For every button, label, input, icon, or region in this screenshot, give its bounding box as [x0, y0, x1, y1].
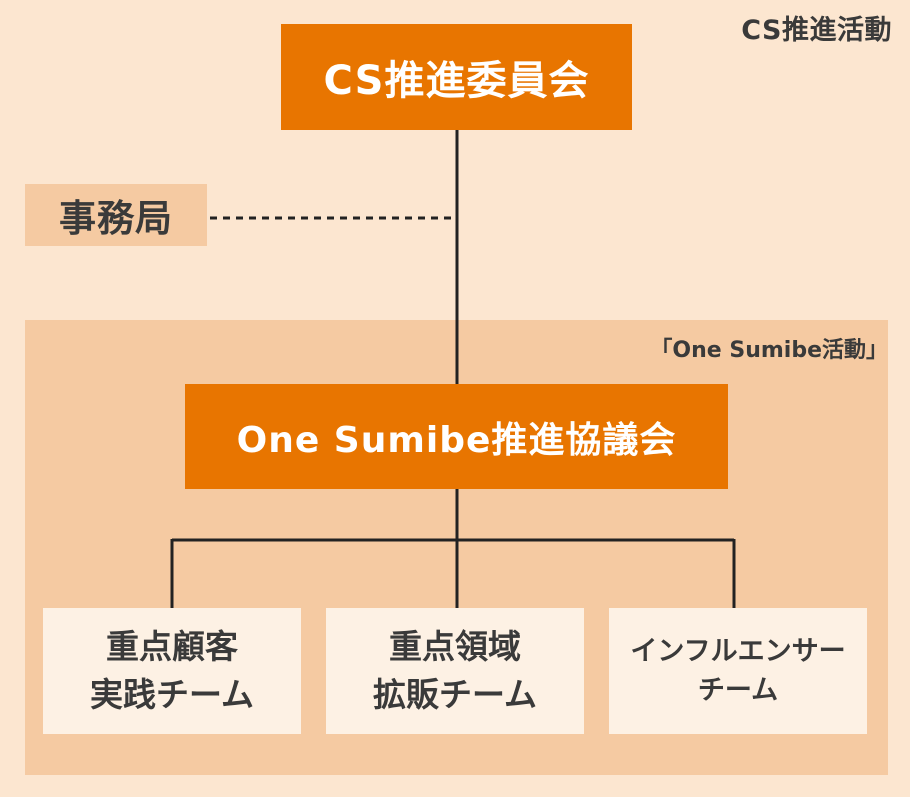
team-label-line2: 拡販チーム	[372, 675, 537, 714]
outer-section-label: CS推進活動	[741, 15, 892, 46]
team-box-key-areas: 重点領域 拡販チーム	[326, 608, 584, 734]
inner-section-label: 「One Sumibe活動」	[650, 338, 888, 363]
one-sumibe-council-box: One Sumibe推進協議会	[185, 384, 728, 489]
cs-committee-label: CS推進委員会	[323, 58, 590, 104]
secretariat-box: 事務局	[25, 184, 207, 246]
cs-committee-box: CS推進委員会	[281, 24, 632, 130]
team-box-key-customers: 重点顧客 実践チーム	[43, 608, 301, 734]
team-label-line1: インフルエンサー	[630, 635, 846, 667]
team-label-line2: 実践チーム	[89, 675, 254, 714]
team-label-line1: 重点領域	[389, 627, 521, 667]
team-label-line1: 重点顧客	[106, 627, 238, 667]
team-label-line2: チーム	[697, 675, 779, 706]
team-box-influencer: インフルエンサー チーム	[609, 608, 867, 734]
council-label: One Sumibe推進協議会	[236, 419, 677, 461]
secretariat-label: 事務局	[59, 197, 173, 240]
